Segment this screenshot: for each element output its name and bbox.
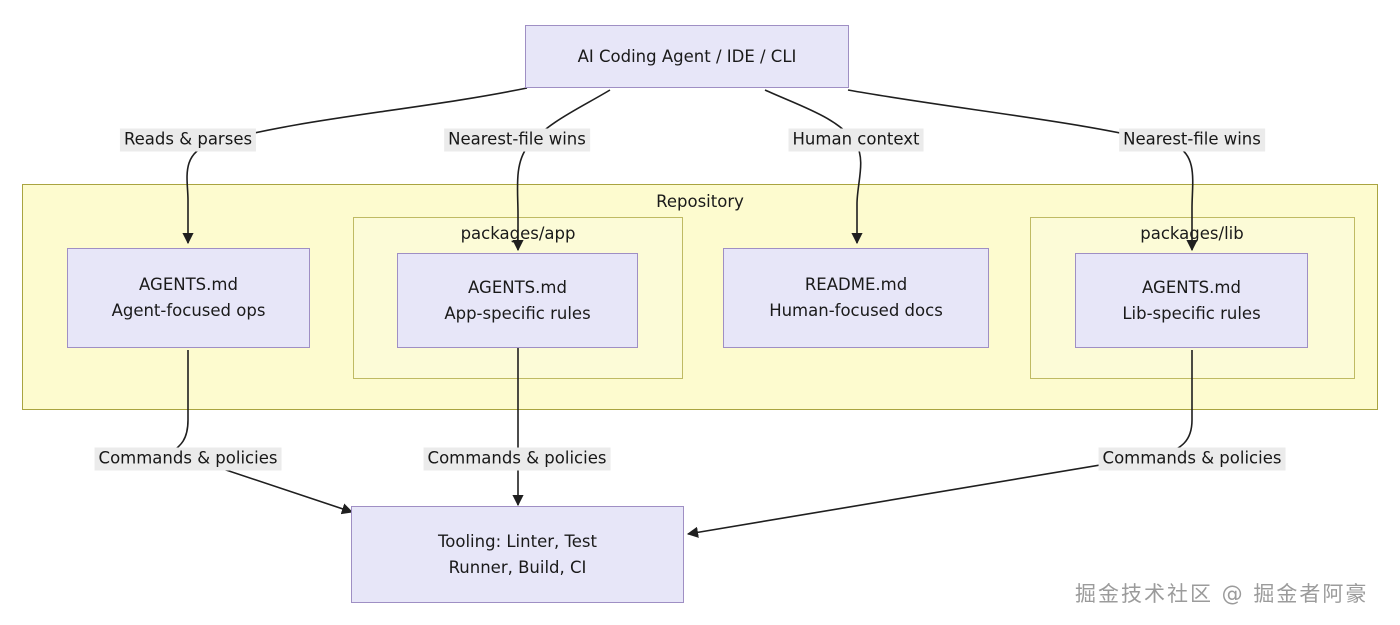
node-lib-agents-md-line1: AGENTS.md — [1142, 277, 1241, 297]
edge-label-commands-policies-app: Commands & policies — [423, 447, 611, 471]
node-app-agents-md-line1: AGENTS.md — [468, 277, 567, 297]
edge-label-commands-policies-root: Commands & policies — [94, 447, 282, 471]
cluster-label-repository: Repository — [656, 192, 744, 211]
cluster-label-packages-lib: packages/lib — [1140, 224, 1244, 243]
node-readme-md[interactable]: README.md Human-focused docs — [723, 248, 989, 348]
node-root-agents-md-line1: AGENTS.md — [139, 275, 238, 295]
node-readme-md-line2: Human-focused docs — [769, 301, 943, 320]
cluster-label-packages-app: packages/app — [460, 224, 576, 243]
edge-label-commands-policies-lib: Commands & policies — [1098, 447, 1286, 471]
edge-label-reads-parses: Reads & parses — [119, 128, 257, 152]
watermark: 掘金技术社区 @ 掘金者阿豪 — [1075, 582, 1369, 606]
edge-label-human-context: Human context — [788, 128, 924, 152]
edge-label-nearest-file-wins-lib: Nearest-file wins — [1119, 128, 1265, 152]
node-app-agents-md[interactable]: AGENTS.md App-specific rules — [397, 253, 638, 348]
node-app-agents-md-line2: App-specific rules — [444, 303, 591, 323]
edge-label-nearest-file-wins-app: Nearest-file wins — [444, 128, 590, 152]
node-tooling[interactable]: Tooling: Linter, Test Runner, Build, CI — [351, 506, 684, 603]
node-tooling-line2: Runner, Build, CI — [448, 557, 587, 577]
node-lib-agents-md[interactable]: AGENTS.md Lib-specific rules — [1075, 253, 1308, 348]
node-ai-coding-agent-label: AI Coding Agent / IDE / CLI — [577, 46, 797, 66]
node-readme-md-line1: README.md — [804, 275, 908, 295]
node-root-agents-md[interactable]: AGENTS.md Agent-focused ops — [67, 248, 310, 348]
node-tooling-line1: Tooling: Linter, Test — [438, 531, 597, 551]
node-lib-agents-md-line2: Lib-specific rules — [1122, 303, 1261, 323]
node-ai-coding-agent[interactable]: AI Coding Agent / IDE / CLI — [525, 25, 849, 88]
node-root-agents-md-line2: Agent-focused ops — [111, 301, 266, 320]
